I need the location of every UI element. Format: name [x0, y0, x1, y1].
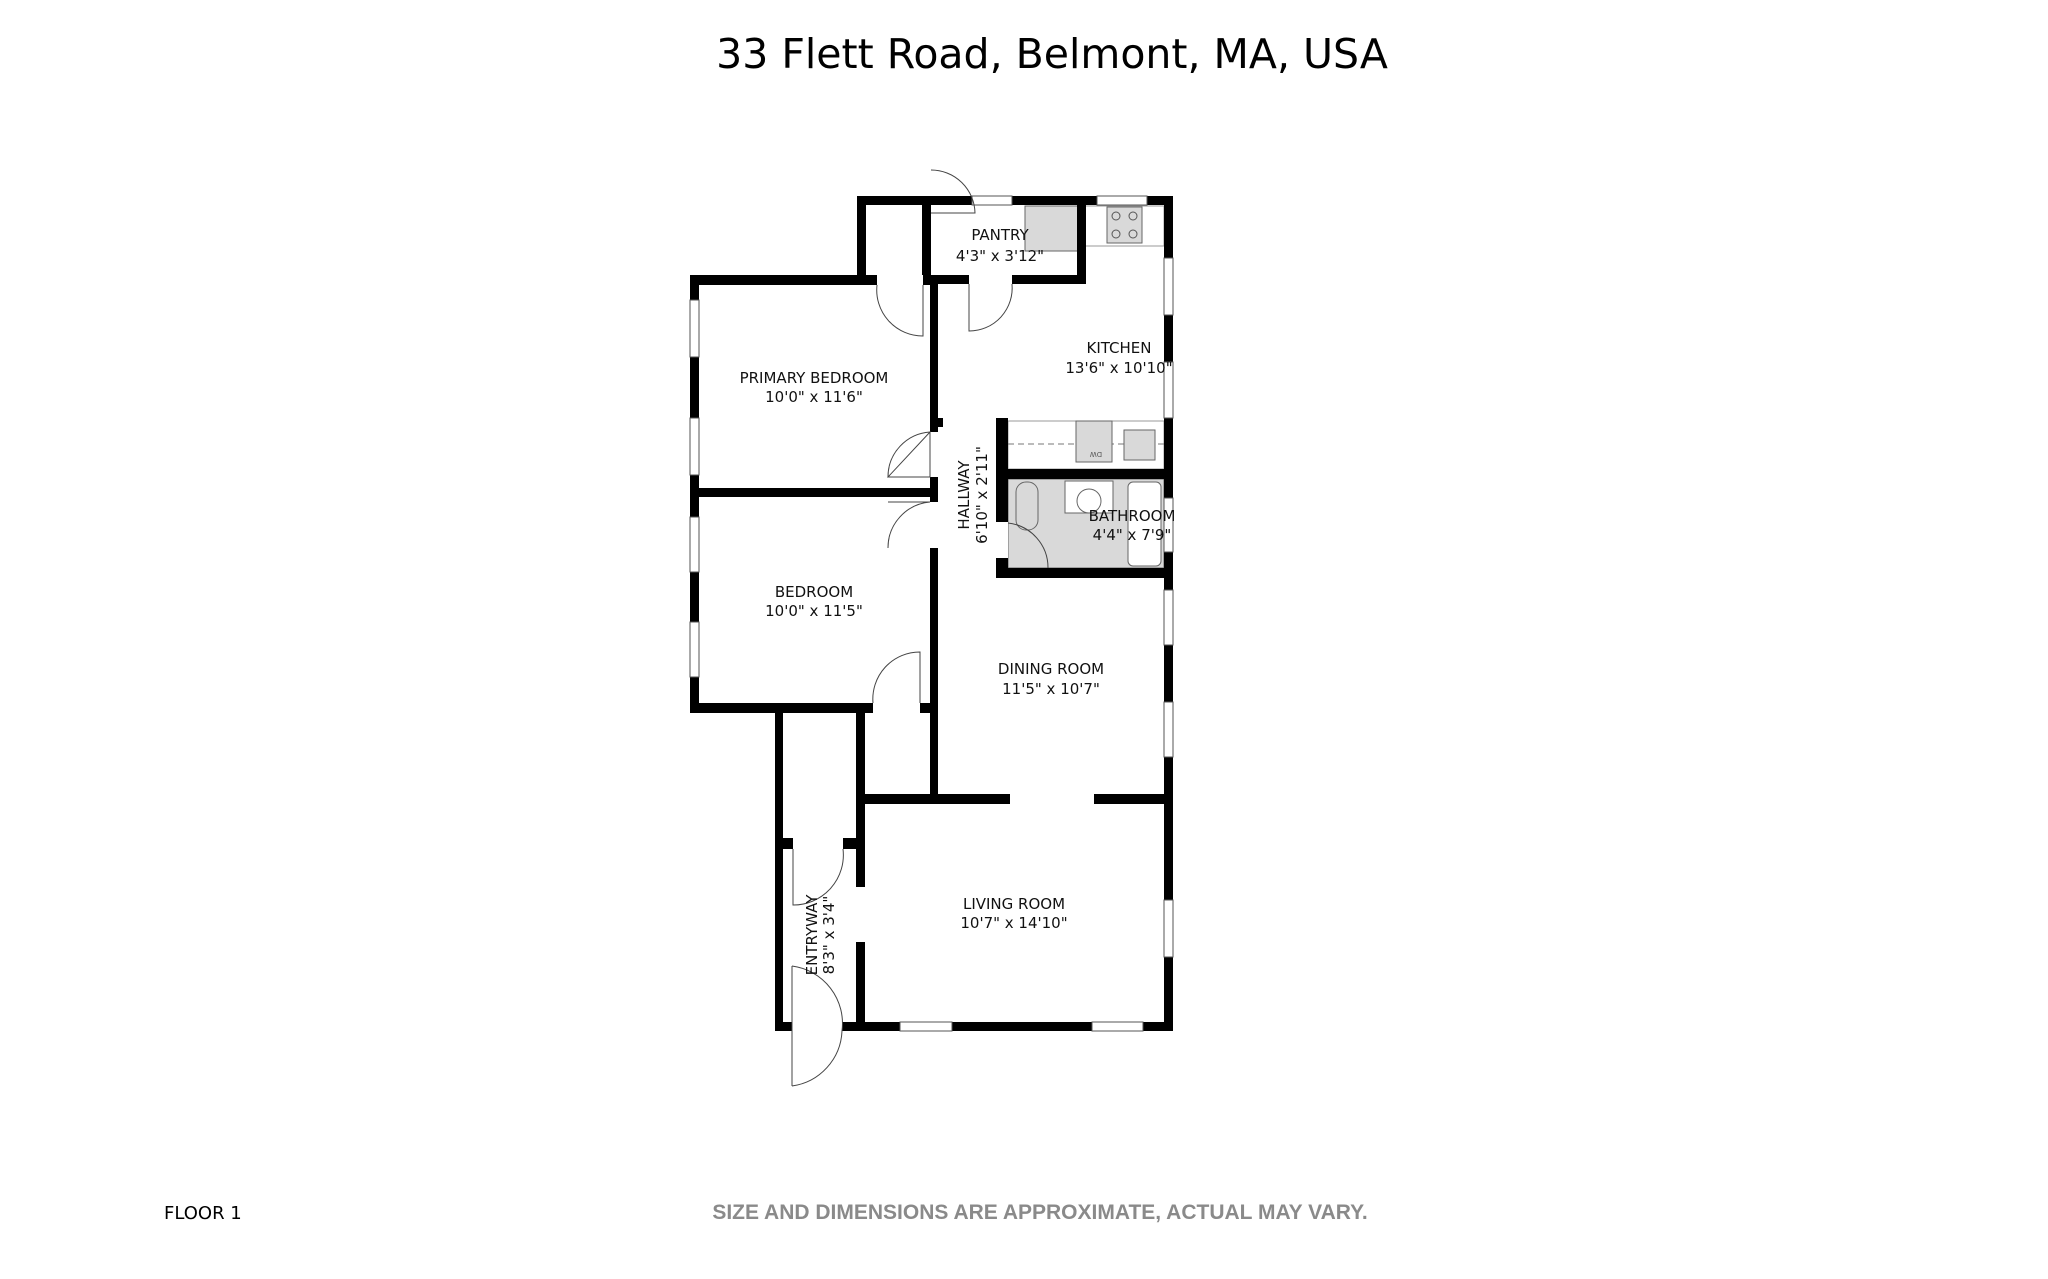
- primary-bedroom-label: PRIMARY BEDROOM: [740, 369, 889, 387]
- bathroom-dims: 4'4" x 7'9": [1093, 526, 1172, 544]
- windows: [689, 195, 1174, 1032]
- doors: [791, 169, 1049, 1087]
- bathroom-label: BATHROOM: [1089, 507, 1176, 525]
- floor-label: FLOOR 1: [164, 1203, 242, 1224]
- entryway-label: ENTRYWAY: [803, 894, 821, 976]
- pantry-label: PANTRY: [971, 226, 1029, 244]
- living-room-label: LIVING ROOM: [963, 895, 1065, 913]
- kitchen-sink-icon: [1123, 429, 1156, 461]
- dishwasher-icon: [1075, 420, 1113, 463]
- kitchen-label: KITCHEN: [1087, 339, 1152, 357]
- stove-burners-icon: [1111, 211, 1138, 239]
- entryway-dims: 8'3" x 3'4": [820, 896, 838, 975]
- bathtub-icon: [1127, 481, 1162, 567]
- dishwasher-label: DW: [1090, 450, 1102, 458]
- toilet-icon: [1015, 481, 1039, 531]
- property-address-title: 33 Flett Road, Belmont, MA, USA: [716, 30, 1388, 78]
- bathroom-sink-icon: [1076, 488, 1102, 514]
- dining-room-label: DINING ROOM: [998, 660, 1104, 678]
- living-room-dims: 10'7" x 14'10": [960, 914, 1067, 932]
- walls: [690, 196, 1173, 1031]
- bedroom-dims: 10'0" x 11'5": [765, 602, 863, 620]
- hallway-dims: 6'10" x 2'11": [973, 446, 991, 544]
- kitchen-dims: 13'6" x 10'10": [1065, 359, 1172, 377]
- bedroom-label: BEDROOM: [775, 583, 853, 601]
- pantry-shelf: [1024, 205, 1080, 252]
- hallway-label: HALLWAY: [955, 460, 973, 530]
- primary-bedroom-dims: 10'0" x 11'6": [765, 388, 863, 406]
- pantry-dims: 4'3" x 3'12": [956, 247, 1044, 265]
- stove-icon: [1106, 206, 1143, 244]
- dining-room-dims: 11'5" x 10'7": [1002, 680, 1100, 698]
- disclaimer: SIZE AND DIMENSIONS ARE APPROXIMATE, ACT…: [712, 1201, 1368, 1224]
